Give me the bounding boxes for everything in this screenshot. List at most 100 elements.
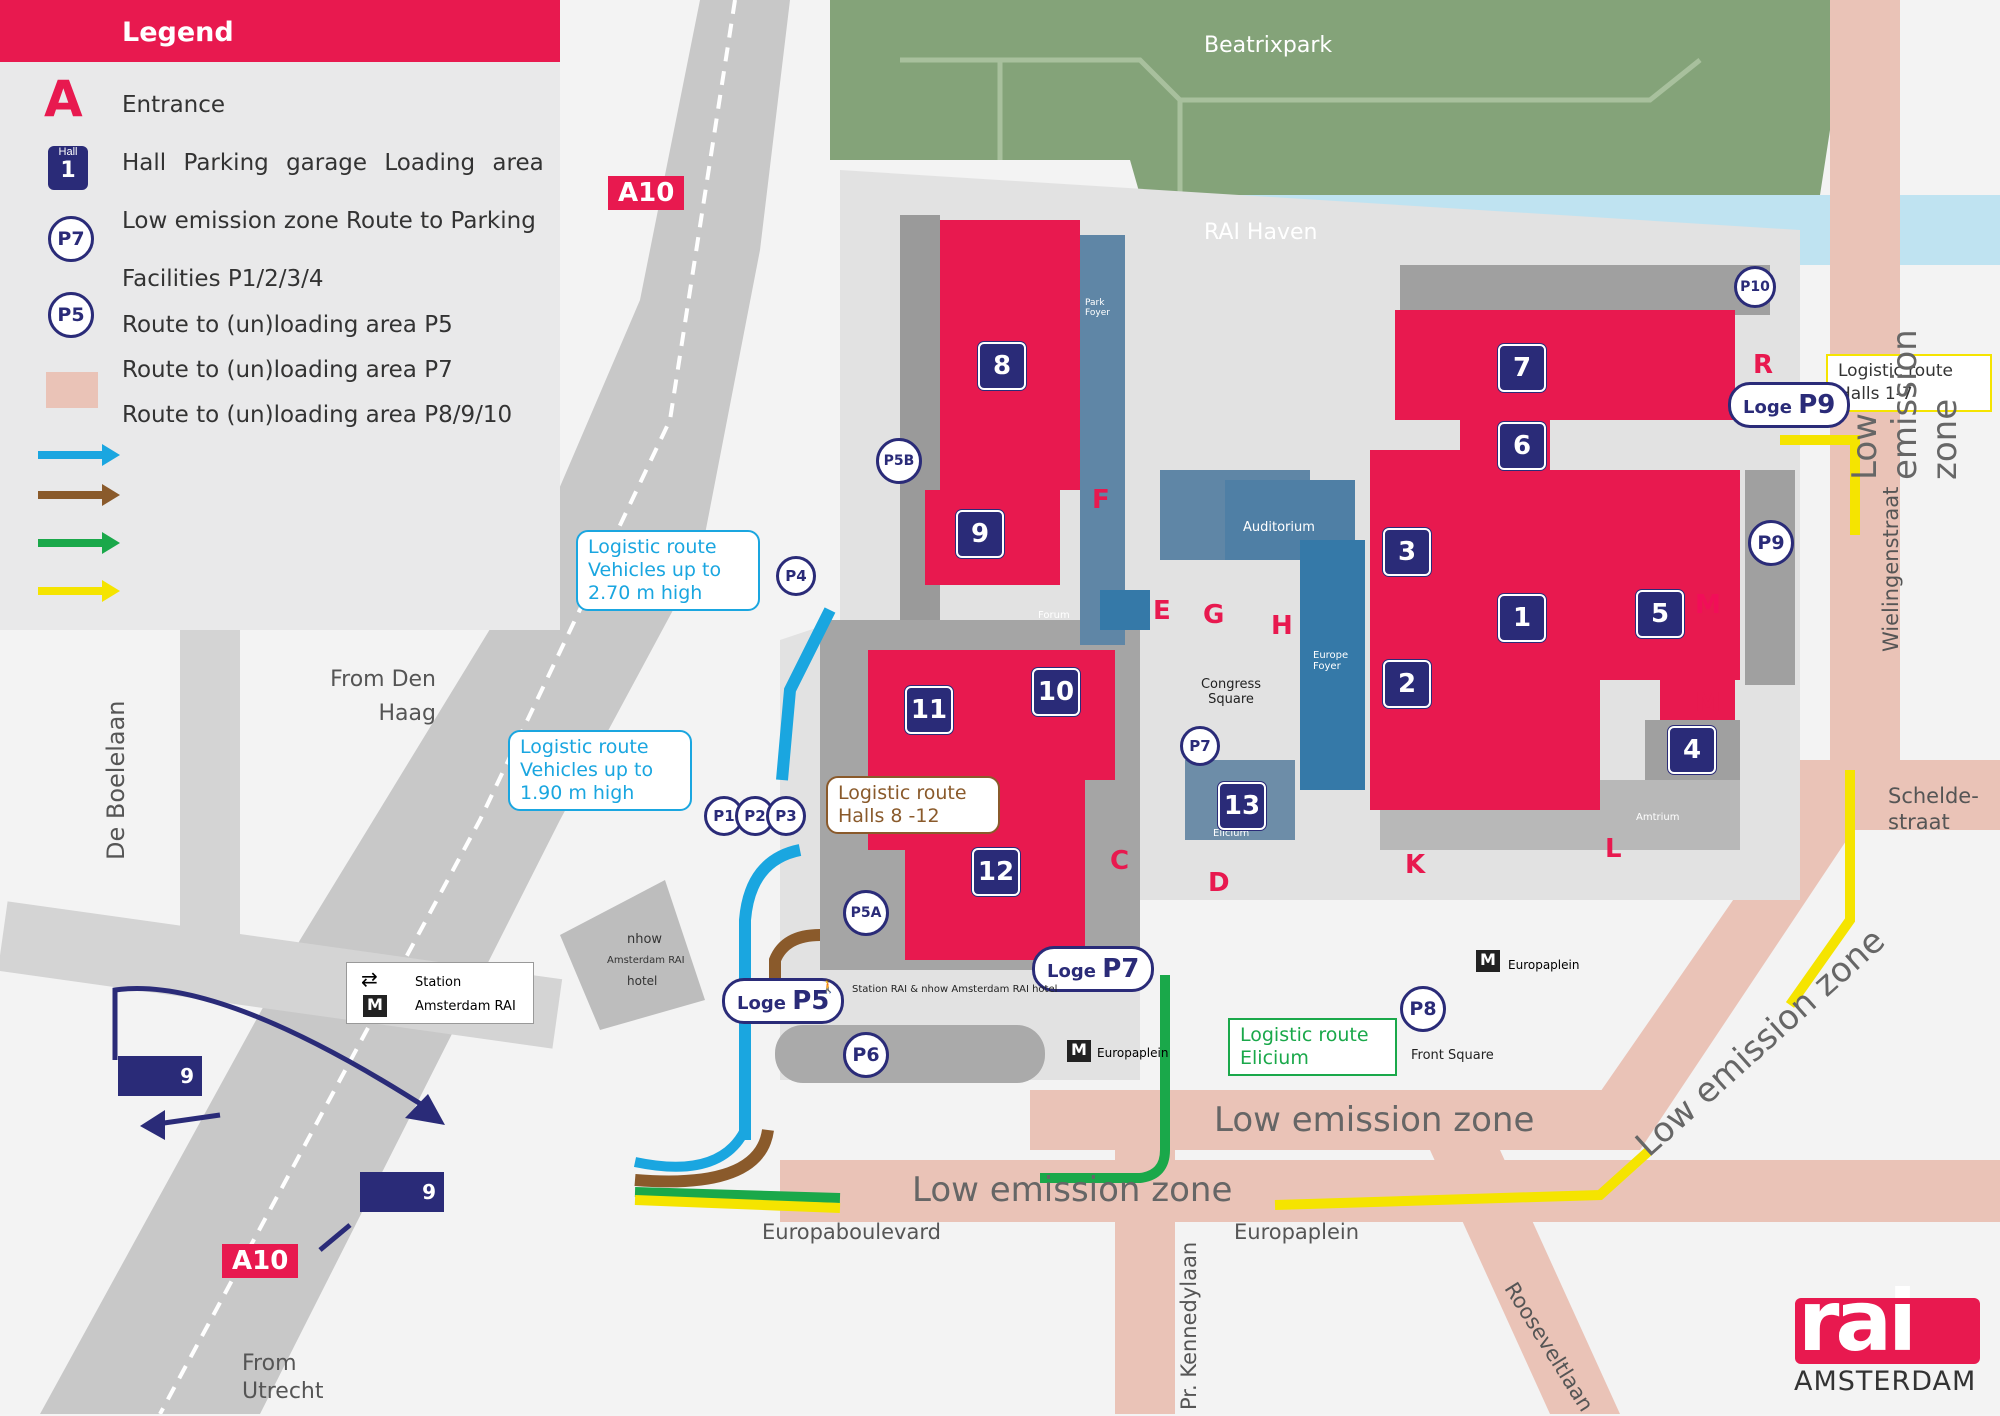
parking-p5b[interactable]: P5B [876, 438, 922, 484]
elicium-label: Elicium [1213, 828, 1250, 839]
hall-symbol-top: Hall [58, 146, 78, 158]
entrance-r: R [1753, 350, 1774, 380]
hall-2[interactable]: 2 [1383, 660, 1431, 708]
road-kennedylaan: Pr. Kennedylaan [1177, 1241, 1201, 1410]
beatrixpark-label: Beatrixpark [1204, 33, 1333, 58]
loge-p5[interactable]: Loge P5 [722, 978, 845, 1024]
loge-p7-prefix: Loge [1047, 961, 1096, 982]
hall-13[interactable]: 13 [1218, 782, 1266, 830]
hall-7[interactable]: 7 [1498, 344, 1546, 392]
rai-logo: rai [1798, 1272, 1917, 1370]
hall-4[interactable]: 4 [1668, 726, 1716, 774]
callout-logistic-halls-8-12: Logistic route Halls 8 -12 [826, 776, 1000, 834]
hotel-label-3: hotel [627, 974, 658, 988]
hall-8[interactable]: 8 [978, 342, 1026, 390]
callout-logistic-halls-1-7: Logistic route Halls 1-7 [1826, 354, 1992, 412]
legend-hall-row: Hall Parking garage Loading area [122, 150, 544, 176]
callout-logistic-low: Logistic route Vehicles up to 1.90 m hig… [508, 730, 692, 811]
hall-1[interactable]: 1 [1498, 594, 1546, 642]
forum-label: Forum [1038, 610, 1070, 621]
entrance-h: H [1271, 611, 1293, 641]
route-yellow [634, 435, 1860, 1213]
route-blue-low [739, 844, 802, 1140]
hall-6[interactable]: 6 [1498, 422, 1546, 470]
a10-sign-top: A10 [608, 176, 685, 210]
entrance-l: L [1605, 834, 1622, 864]
metro-icon-3: M [1476, 950, 1500, 972]
entrance-e: E [1153, 596, 1171, 626]
hall-12[interactable]: 12 [972, 848, 1020, 896]
from-utrecht: From Utrecht [242, 1351, 324, 1404]
congress-square-label: Congress Square [1200, 677, 1262, 707]
metro-icon: M [363, 995, 387, 1017]
hotel-label-2: Amsterdam RAI [607, 955, 685, 966]
legend-arrows [38, 444, 120, 602]
hall-3[interactable]: 3 [1383, 528, 1431, 576]
legend-low-emission: Low emission zone Route to Parking [122, 208, 536, 234]
road-scheldestraat: Schelde- straat [1888, 784, 1979, 834]
loge-p7-code: P7 [1102, 954, 1140, 984]
lez-label-2: Low emission zone [912, 1170, 1233, 1210]
parking-p7[interactable]: P7 [1180, 726, 1220, 766]
train-icon: ⇄ [361, 967, 378, 991]
rai-haven-label: RAI Haven [1204, 220, 1318, 245]
entrance-g: G [1203, 600, 1225, 630]
hall-symbol-num: 1 [60, 158, 76, 183]
road-europaplein: Europaplein [1234, 1220, 1360, 1244]
hall-5[interactable]: 5 [1636, 590, 1684, 638]
legend-route-p5: Route to (un)loading area P5 [122, 312, 453, 338]
exit-9-left-num: 9 [180, 1064, 194, 1088]
entrance-k: K [1405, 850, 1426, 880]
station-walk-label: Station RAI & nhow Amsterdam RAI hotel [852, 984, 1058, 995]
parking-p10[interactable]: P10 [1734, 266, 1776, 308]
route-green [634, 975, 1170, 1203]
callout-logistic-elicium: Logistic route Elicium [1228, 1018, 1397, 1076]
loge-p9[interactable]: Loge P9 [1728, 382, 1851, 428]
loge-p9-code: P9 [1798, 390, 1836, 420]
a10-highway [40, 0, 790, 1414]
loge-p9-prefix: Loge [1743, 397, 1792, 418]
exit-9-right-num: 9 [422, 1180, 436, 1204]
entrance-c: C [1110, 846, 1130, 876]
metro-europaplein-1: Europaplein [1097, 1046, 1169, 1060]
entrance-symbol: A [44, 70, 83, 128]
legend-route-p8910: Route to (un)loading area P8/9/10 [122, 402, 513, 428]
route-brown [634, 929, 821, 1188]
parking-p4[interactable]: P4 [776, 556, 816, 596]
hall-10[interactable]: 10 [1032, 668, 1080, 716]
entrance-f: F [1092, 485, 1110, 515]
station-label: Station [415, 975, 462, 990]
legend-p7-icon: P7 [48, 216, 94, 262]
legend-p5-icon: P5 [48, 292, 94, 338]
legend-facilities: Facilities P1/2/3/4 [122, 266, 324, 292]
parking-p5a[interactable]: P5A [843, 890, 889, 936]
legend-panel: Legend A Entrance Hall 1 Hall Parking ga… [0, 0, 560, 630]
front-square-label: Front Square [1411, 1048, 1494, 1063]
exit-9-sign-right: 9 [360, 1172, 444, 1212]
route-blue-high [776, 607, 836, 781]
from-den-haag: From Den Haag [330, 667, 436, 726]
metro-icon-2: M [1067, 1040, 1091, 1062]
entrance-m-2: M [1695, 590, 1721, 620]
hall-9[interactable]: 9 [956, 510, 1004, 558]
parking-p8[interactable]: P8 [1400, 986, 1446, 1032]
parking-p9[interactable]: P9 [1748, 520, 1794, 566]
auditorium-label: Auditorium [1243, 520, 1315, 535]
loge-p7[interactable]: Loge P7 [1032, 946, 1155, 992]
loge-p5-prefix: Loge [737, 993, 786, 1014]
hall-11[interactable]: 11 [905, 686, 953, 734]
lez-label-1: Low emission zone [1214, 1100, 1535, 1140]
station-name: Amsterdam RAI [415, 999, 516, 1014]
loge-p5-code: P5 [792, 986, 830, 1016]
park-foyer-label: Park Foyer [1085, 298, 1110, 318]
legend-entrance: Entrance [122, 92, 226, 118]
metro-europaplein-2: Europaplein [1508, 958, 1580, 972]
entrance-m-1: M [1695, 688, 1721, 718]
a10-sign-bottom: A10 [222, 1244, 299, 1278]
entrance-d: D [1208, 868, 1230, 898]
parking-p3[interactable]: P3 [766, 796, 806, 836]
legend-title: Legend [0, 0, 560, 62]
parking-p6[interactable]: P6 [843, 1032, 889, 1078]
europe-foyer-label: Europe Foyer [1313, 650, 1349, 672]
